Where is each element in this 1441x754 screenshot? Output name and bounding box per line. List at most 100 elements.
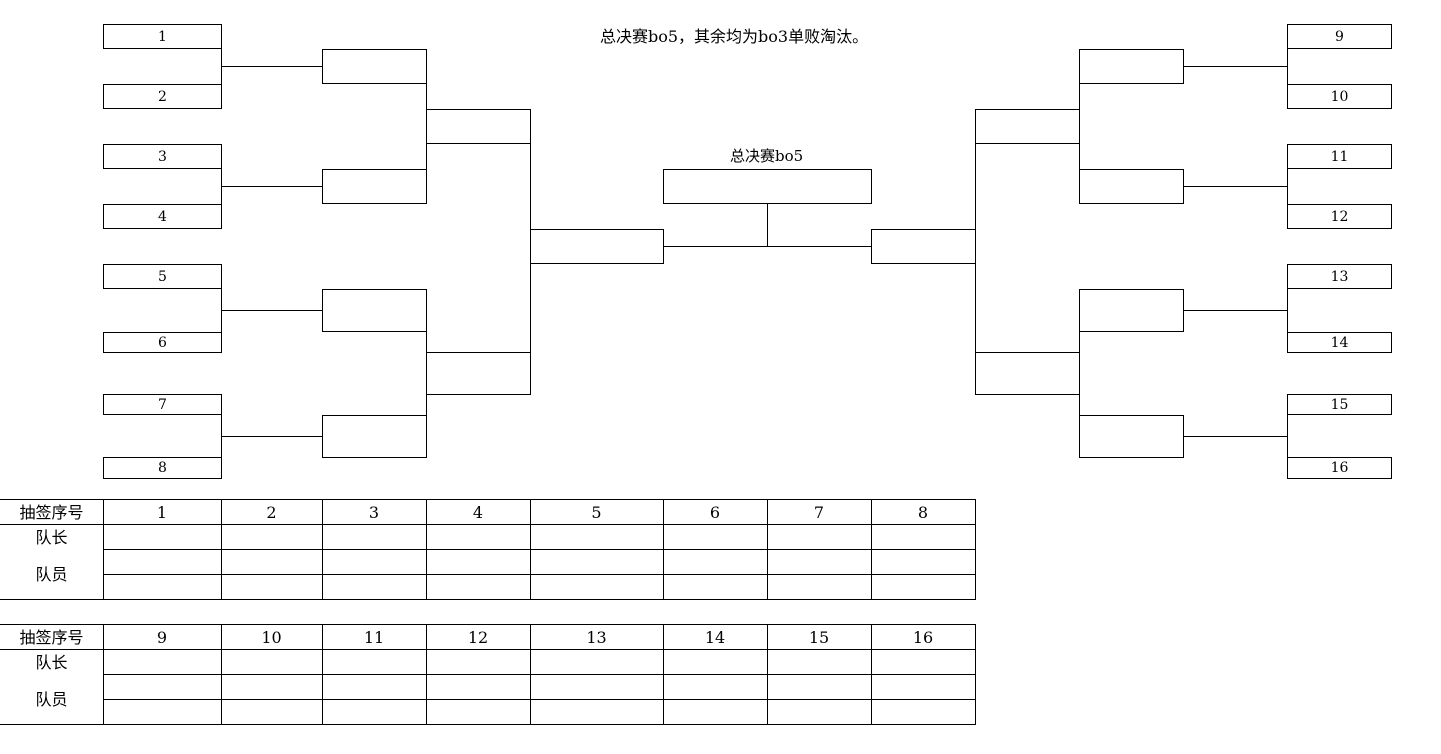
semifinal-slot-right[interactable] bbox=[871, 229, 976, 264]
seed-box-2[interactable]: 2 bbox=[103, 84, 222, 109]
table-line bbox=[103, 499, 104, 600]
bracket-connector bbox=[221, 186, 322, 187]
table-line bbox=[426, 499, 427, 600]
round2-slot[interactable] bbox=[322, 289, 427, 332]
round2-slot[interactable] bbox=[1079, 169, 1184, 204]
table-line bbox=[103, 549, 976, 550]
seed-box-16[interactable]: 16 bbox=[1287, 457, 1392, 479]
table-line bbox=[767, 624, 768, 725]
seed-box-7[interactable]: 7 bbox=[103, 394, 222, 415]
bracket-connector bbox=[767, 203, 768, 246]
draw-number: 15 bbox=[808, 627, 830, 647]
table-line bbox=[530, 499, 531, 600]
draw-number: 1 bbox=[156, 502, 168, 522]
header-label: 抽签序号 bbox=[19, 627, 84, 647]
draw-number: 11 bbox=[363, 627, 385, 647]
draw-number: 16 bbox=[912, 627, 934, 647]
table-line bbox=[103, 699, 976, 700]
table-line bbox=[0, 649, 976, 650]
bracket-connector bbox=[1287, 415, 1288, 457]
bracket-connector bbox=[1287, 289, 1288, 332]
bracket-connector bbox=[221, 66, 322, 67]
table-line bbox=[871, 624, 872, 725]
bracket-connector bbox=[663, 246, 872, 247]
seed-box-15[interactable]: 15 bbox=[1287, 394, 1392, 415]
table-line bbox=[0, 599, 976, 600]
draw-table-2: 抽签序号 队长 队员 9 10 11 12 13 14 15 16 bbox=[0, 624, 976, 725]
seed-box-3[interactable]: 3 bbox=[103, 144, 222, 169]
table-line bbox=[221, 624, 222, 725]
round2-slot[interactable] bbox=[322, 415, 427, 458]
table-line bbox=[221, 499, 222, 600]
captain-label: 队长 bbox=[35, 652, 68, 672]
seed-box-11[interactable]: 11 bbox=[1287, 144, 1392, 169]
semifinal-slot-left[interactable] bbox=[530, 229, 664, 264]
seed-box-5[interactable]: 5 bbox=[103, 264, 222, 289]
draw-number: 10 bbox=[261, 627, 282, 647]
table-line bbox=[663, 499, 664, 600]
captain-label: 队长 bbox=[35, 527, 68, 547]
round2-slot[interactable] bbox=[1079, 49, 1184, 84]
round3-slot[interactable] bbox=[426, 352, 531, 395]
draw-table-1: 抽签序号 队长 队员 1 2 3 4 5 6 7 8 bbox=[0, 499, 976, 600]
seed-box-14[interactable]: 14 bbox=[1287, 332, 1392, 353]
table-line bbox=[322, 624, 323, 725]
draw-number: 2 bbox=[266, 502, 277, 522]
seed-box-6[interactable]: 6 bbox=[103, 332, 222, 353]
members-label: 队员 bbox=[35, 565, 68, 584]
table-line bbox=[0, 524, 976, 525]
bracket-connector bbox=[530, 143, 531, 395]
table-line bbox=[0, 624, 976, 625]
draw-number: 3 bbox=[368, 502, 380, 522]
bracket-connector bbox=[1183, 66, 1287, 67]
draw-number: 5 bbox=[591, 502, 602, 522]
bracket-connector bbox=[1183, 310, 1287, 311]
round3-slot[interactable] bbox=[975, 109, 1080, 144]
bracket-connector bbox=[1287, 169, 1288, 205]
draw-number: 12 bbox=[467, 627, 489, 647]
seed-box-1[interactable]: 1 bbox=[103, 24, 222, 49]
draw-number: 14 bbox=[704, 627, 726, 647]
round2-slot[interactable] bbox=[1079, 289, 1184, 332]
seed-box-4[interactable]: 4 bbox=[103, 204, 222, 229]
draw-number: 9 bbox=[156, 627, 168, 647]
round2-slot[interactable] bbox=[322, 169, 427, 204]
table-line bbox=[103, 624, 104, 725]
round3-slot[interactable] bbox=[975, 352, 1080, 395]
table-line bbox=[0, 724, 976, 725]
table-line bbox=[103, 674, 976, 675]
table-line bbox=[871, 499, 872, 600]
table-line bbox=[767, 499, 768, 600]
seed-box-10[interactable]: 10 bbox=[1287, 84, 1392, 109]
bracket-connector bbox=[221, 49, 222, 85]
bracket-connector bbox=[221, 310, 322, 311]
table-line bbox=[975, 624, 976, 725]
table-line bbox=[975, 499, 976, 600]
rules-note: 总决赛bo5，其余均为bo3单败淘汰。 bbox=[600, 27, 869, 46]
bracket-connector bbox=[1183, 436, 1287, 437]
table-line bbox=[103, 574, 976, 575]
round2-slot[interactable] bbox=[322, 49, 427, 84]
draw-number: 13 bbox=[586, 627, 607, 647]
draw-number: 6 bbox=[709, 502, 721, 522]
table-line bbox=[530, 624, 531, 725]
table-line bbox=[322, 499, 323, 600]
bracket-connector bbox=[221, 436, 322, 437]
seed-box-12[interactable]: 12 bbox=[1287, 204, 1392, 229]
round3-slot[interactable] bbox=[426, 109, 531, 144]
final-slot[interactable] bbox=[663, 169, 872, 204]
bracket-connector bbox=[1183, 186, 1287, 187]
round2-slot[interactable] bbox=[1079, 415, 1184, 458]
members-label: 队员 bbox=[35, 690, 68, 709]
bracket-connector bbox=[1079, 49, 1080, 204]
bracket-connector bbox=[1287, 49, 1288, 85]
seed-box-9[interactable]: 9 bbox=[1287, 24, 1392, 49]
bracket-connector bbox=[975, 109, 976, 395]
seed-box-8[interactable]: 8 bbox=[103, 457, 222, 479]
bracket-connector bbox=[1079, 289, 1080, 458]
table-line bbox=[426, 624, 427, 725]
table-line bbox=[663, 624, 664, 725]
final-label: 总决赛bo5 bbox=[730, 147, 804, 165]
bracket-connector bbox=[221, 169, 222, 205]
seed-box-13[interactable]: 13 bbox=[1287, 264, 1392, 289]
